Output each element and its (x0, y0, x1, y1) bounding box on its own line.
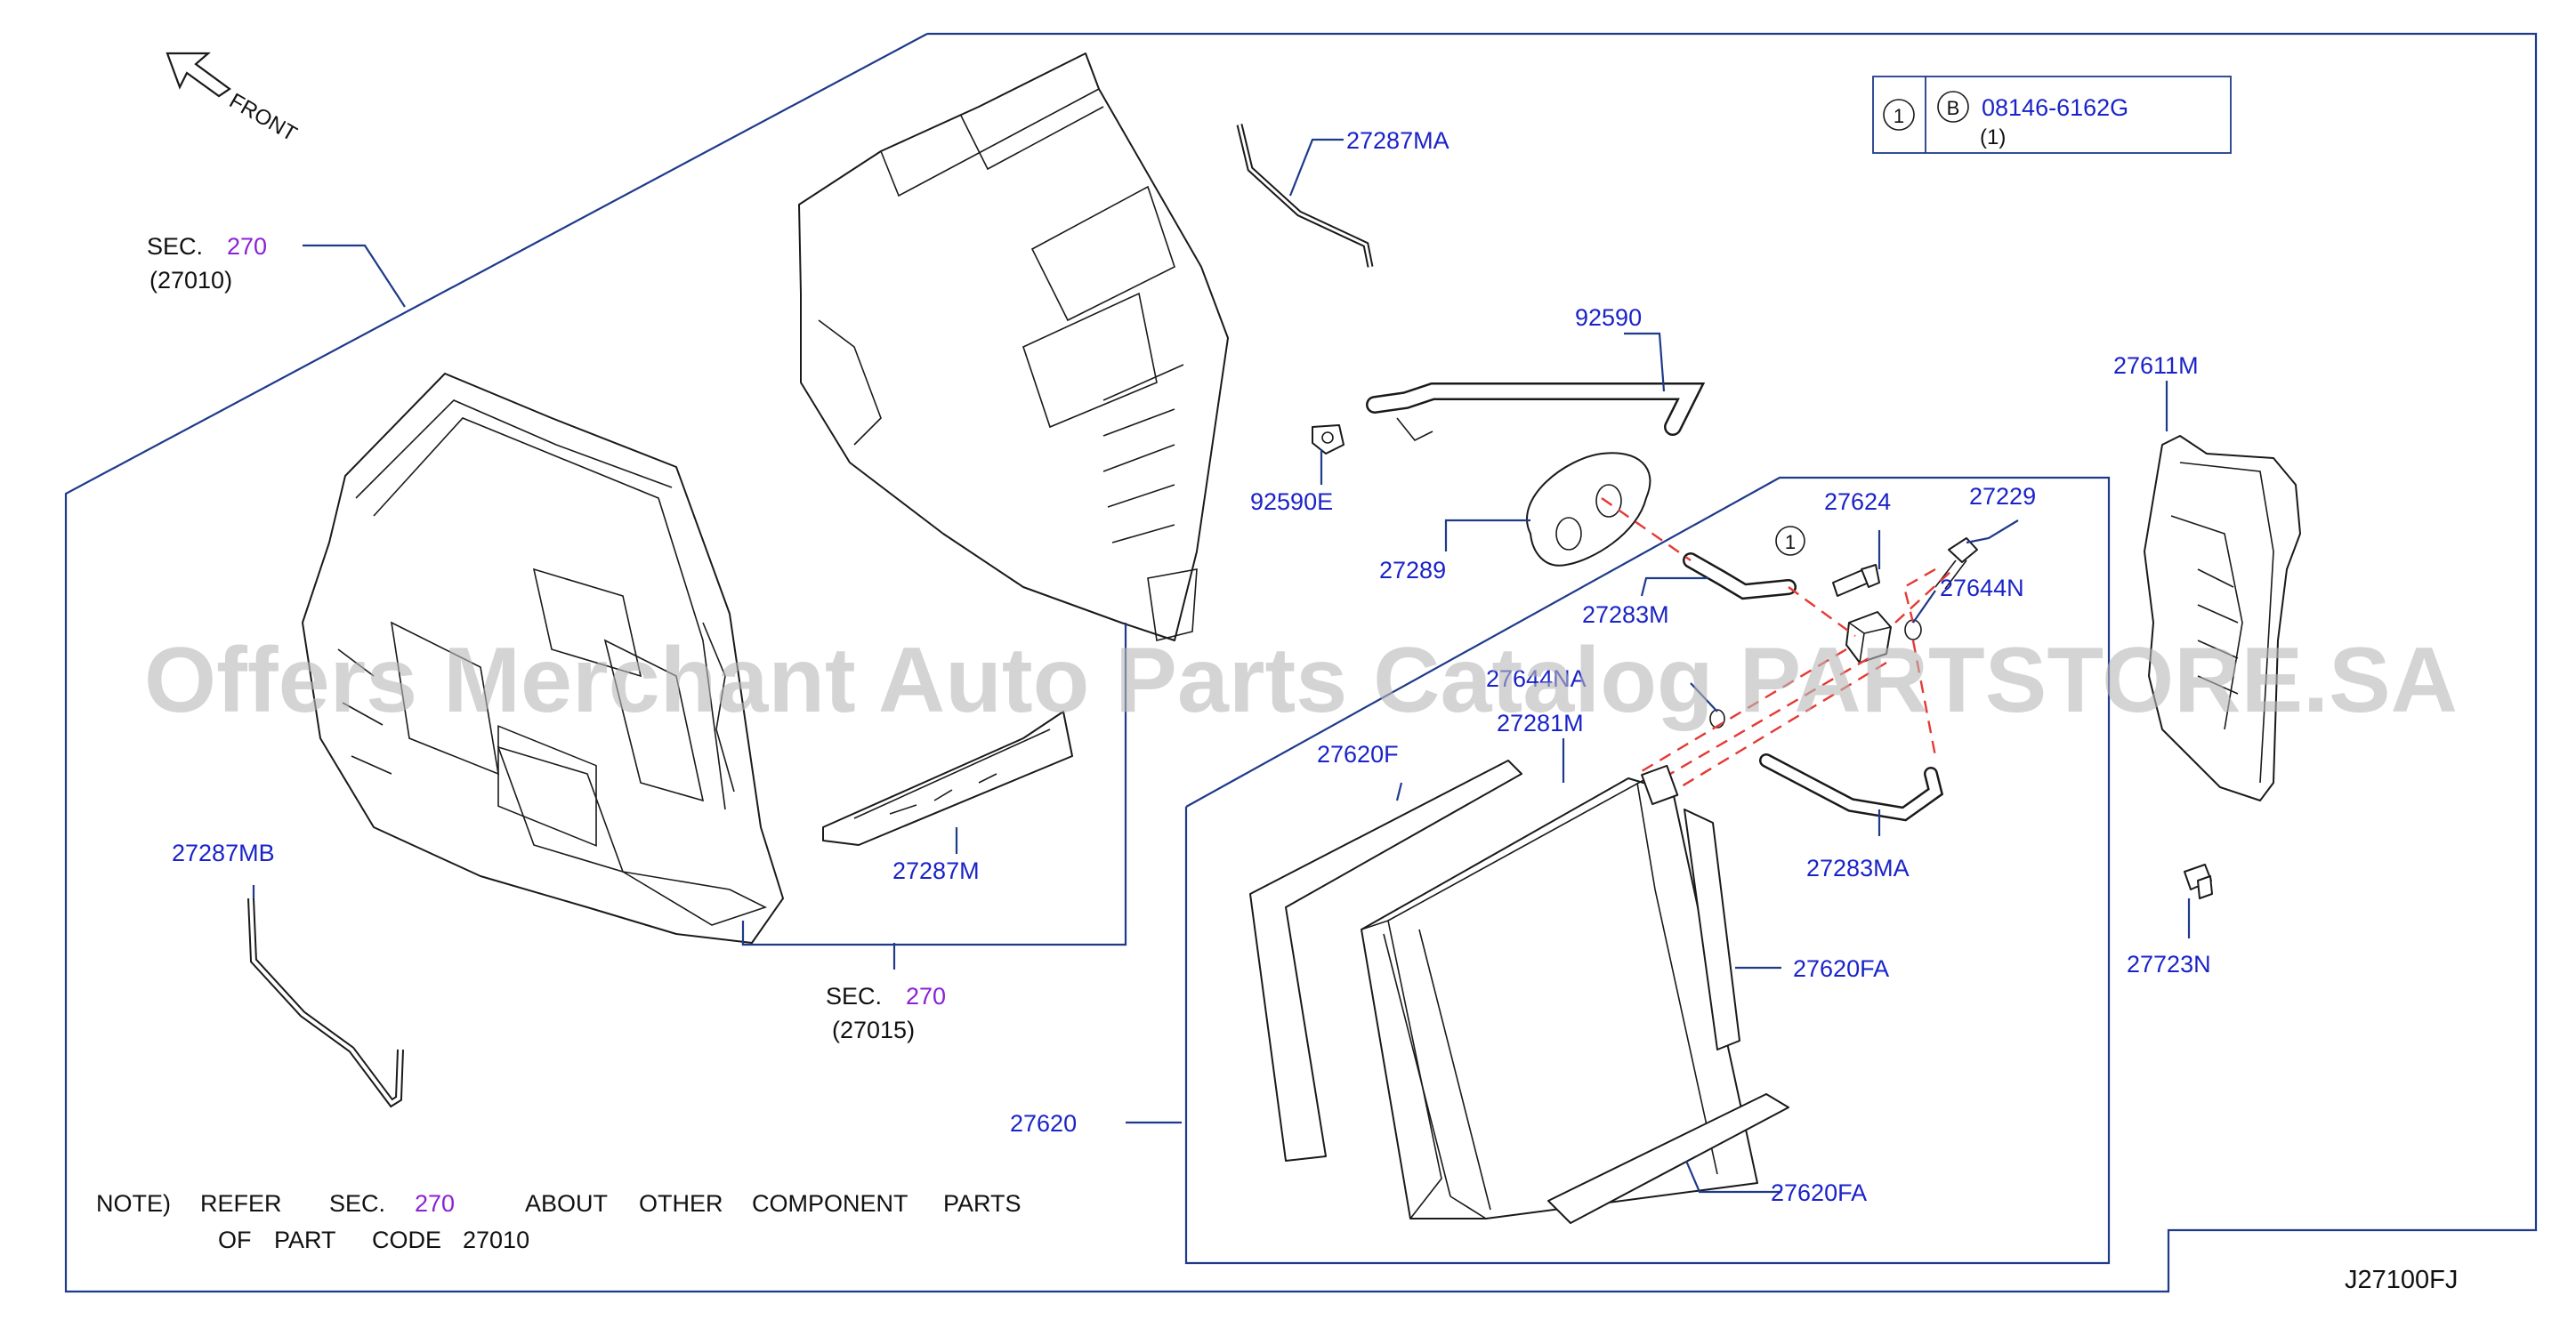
label-27283MA: 27283MA (1806, 855, 1910, 881)
sec-code-1: (27010) (149, 267, 232, 294)
note-w5: ABOUT (525, 1190, 608, 1217)
part-27283MA-drawing (1759, 753, 1944, 822)
label-27624: 27624 (1824, 488, 1891, 515)
callout-marker (1775, 526, 1805, 556)
part-27620FA-right-drawing (1684, 809, 1740, 1050)
note-line2-w4: 27010 (463, 1227, 529, 1253)
watermark: Offers Merchant Auto Parts Catalog PARTS… (144, 629, 2458, 732)
part-27289-drawing (1526, 452, 1651, 567)
label-27620F: 27620F (1317, 741, 1399, 768)
bolt-drawing (1832, 564, 1880, 597)
part-27624-drawing (1845, 611, 1892, 664)
note: NOTE) REFER SEC. 270 ABOUT OTHER COMPONE… (96, 1190, 1022, 1253)
note-w2: REFER (200, 1190, 282, 1217)
sec-label-1: SEC. (147, 233, 203, 260)
label-27620FA-right: 27620FA (1793, 955, 1889, 982)
part-27723N-drawing (2184, 864, 2213, 899)
part-92590-drawing (1366, 382, 1706, 442)
sec-reference-27015: SEC. 270 (27015) (826, 983, 946, 1043)
label-27287M: 27287M (892, 857, 980, 884)
note-line2-w1: OF (218, 1227, 252, 1253)
part-27644NA-drawing (1709, 709, 1725, 728)
note-w3: SEC. (329, 1190, 385, 1217)
label-27620: 27620 (1010, 1110, 1077, 1137)
alignment-lines (1601, 497, 1954, 793)
label-27229: 27229 (1969, 483, 2036, 510)
legend-table: 1 B 08146-6162G (1) (1872, 76, 2232, 154)
legend-qty: (1) (1980, 125, 2006, 149)
leader-lines (252, 138, 2191, 1194)
legend-index: 1 (1894, 105, 1904, 127)
evaporator-core (1361, 764, 1758, 1219)
sec-code-2: (27015) (832, 1017, 915, 1043)
part-27287MB-drawing (247, 897, 404, 1108)
diagram-id: J27100FJ (2345, 1266, 2458, 1294)
note-w6: OTHER (639, 1190, 723, 1217)
note-w7: COMPONENT (752, 1190, 908, 1217)
note-line2-w3: CODE (372, 1227, 441, 1253)
callout-marker-label: 1 (1785, 531, 1796, 553)
sec-label-2: SEC. (826, 983, 882, 1010)
part-labels: 27287MA 92590 92590E 27289 27283M 27624 … (172, 127, 2211, 1206)
label-27287MB: 27287MB (172, 840, 275, 866)
part-27620F-drawing (1249, 760, 1522, 1162)
label-27287MA: 27287MA (1346, 127, 1450, 154)
label-27611M: 27611M (2113, 352, 2199, 379)
sec-num-2: 270 (906, 983, 946, 1010)
front-label: FRONT (225, 89, 301, 147)
sec-reference-27010: SEC. 270 (27010) (147, 233, 267, 294)
outer-frame (64, 32, 2538, 1293)
part-27283M-drawing (1683, 552, 1797, 600)
legend-part-no: 08146-6162G (1982, 94, 2128, 121)
label-27283M: 27283M (1582, 601, 1669, 628)
front-arrow-icon (166, 52, 231, 98)
legend-bolt-symbol: B (1947, 97, 1960, 119)
label-92590E: 92590E (1250, 488, 1333, 515)
label-27281M: 27281M (1497, 710, 1584, 736)
note-w4: 270 (415, 1190, 455, 1217)
label-27620FA-bottom: 27620FA (1771, 1179, 1867, 1206)
label-27723N: 27723N (2127, 951, 2211, 978)
label-27644N: 27644N (1940, 575, 2024, 601)
sec-num-1: 270 (227, 233, 267, 260)
part-27611M-drawing (2144, 435, 2301, 801)
note-w1: NOTE) (96, 1190, 171, 1217)
blower-case (798, 52, 1229, 641)
part-27229-drawing (1934, 537, 1978, 590)
evaporator-group-frame (1184, 476, 2111, 1265)
heater-unit-housing (302, 373, 784, 944)
label-92590: 92590 (1575, 304, 1642, 331)
label-27644NA: 27644NA (1486, 665, 1587, 692)
part-27620FA-bottom-drawing (1547, 1093, 1789, 1224)
label-27289: 27289 (1379, 557, 1446, 584)
part-92590E-drawing (1312, 424, 1345, 455)
note-line2-w2: PART (274, 1227, 336, 1253)
part-27287M-drawing (822, 711, 1073, 846)
note-w8: PARTS (943, 1190, 1022, 1217)
